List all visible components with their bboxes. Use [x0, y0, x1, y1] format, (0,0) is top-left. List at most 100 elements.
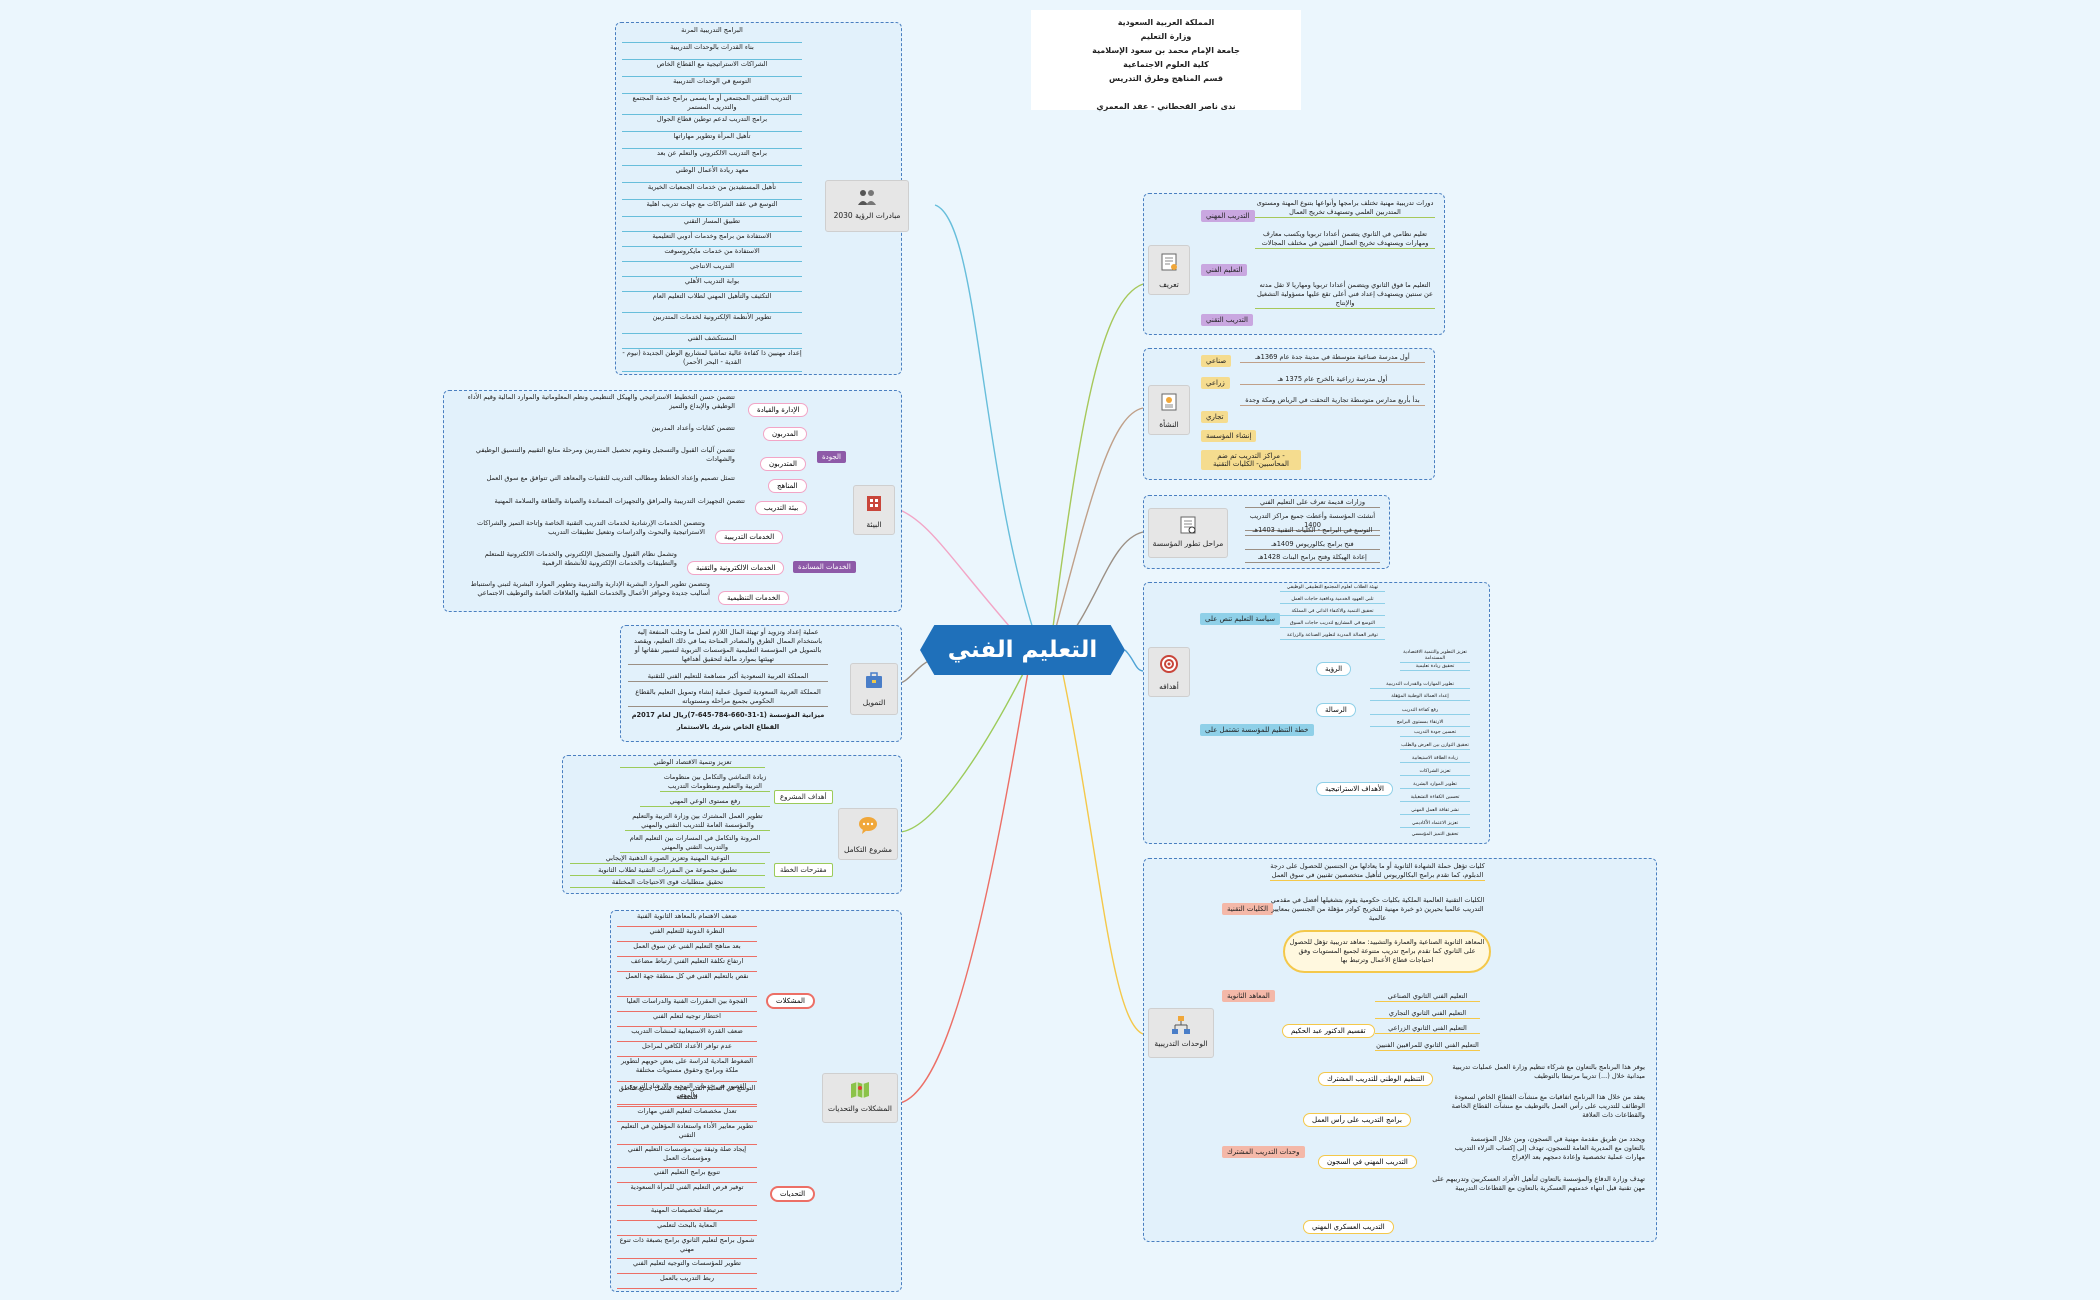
challenges-tag[interactable]: التحديات — [770, 1186, 816, 1202]
mission-item: إعداد العمالة الوطنية المؤهلة — [1370, 694, 1470, 701]
definition-tag[interactable]: التدريب المهني — [1201, 210, 1255, 222]
env-item-desc: وتشمل نظام القبول والتسجيل الإلكتروني وا… — [484, 550, 677, 567]
mission-tag[interactable]: الرسالة — [1316, 703, 1356, 717]
branch-units[interactable]: الوحدات التدريبية — [1148, 1008, 1214, 1058]
env-item-label[interactable]: المناهج — [768, 479, 807, 493]
strategic-tag[interactable]: الأهداف الاستراتيجية — [1316, 782, 1393, 796]
vision-tag[interactable]: الرؤية — [1316, 662, 1352, 676]
vision-item: بناء القدرات بالوحدات التدريبية — [622, 43, 802, 60]
vision-item: التدريب التقني المجتمعي أو ما يسمى برامج… — [622, 94, 802, 115]
env-item-label[interactable]: المدربون — [763, 427, 807, 441]
origin-tag[interactable]: تجاري — [1201, 411, 1229, 423]
env-item-desc: تتضمن كفايات وأعداد المدربين — [651, 424, 735, 432]
vision-item: إعداد مهنيين ذا كفاءة عالية تماشيا لمشار… — [622, 349, 802, 372]
vision-item: البرامج التدريبية المرنة — [622, 26, 802, 43]
vision-item: الاستفادة من خدمات مايكروسوفت — [622, 247, 802, 262]
env-item-label[interactable]: الإدارة والقيادة — [748, 403, 809, 417]
connector-environment — [894, 507, 1031, 651]
env-item-label[interactable]: المتدربون — [760, 457, 806, 471]
problem-item: ارتفاع تكلفة التعليم الفني ارتباط مضاعف — [617, 957, 757, 972]
vision-goal-item: تحقيق ريادة تعليمية — [1400, 664, 1470, 671]
problem-item: اختطار توجيه لتعلم الفني — [617, 1012, 757, 1027]
branch-goals[interactable]: أهدافه — [1148, 647, 1190, 697]
vision-item: التوسع في عقد الشراكات مع جهات تدريب اهل… — [622, 200, 802, 217]
branch-label: الوحدات التدريبية — [1154, 1039, 1208, 1048]
env-item-label[interactable]: بيئة التدريب — [755, 501, 808, 515]
policy-tag[interactable]: سياسة التعليم تنص على — [1200, 613, 1281, 625]
problem-item: القصور في خدمات التوجيه والإرشاد التربوي… — [617, 1082, 757, 1105]
policy-item: تلبي العهود الخدمية ودافعية حاجات العمل — [1280, 597, 1385, 604]
env-item-label[interactable]: الخدمات التدريبية — [715, 530, 784, 544]
header-line: كلية العلوم الاجتماعية — [1123, 60, 1209, 69]
central-topic[interactable]: التعليم الفني — [920, 625, 1125, 675]
support-services-tag[interactable]: الخدمات المساندة — [793, 561, 856, 573]
challenge-item: توفير فرص التعليم الفني للمرأة السعودية — [617, 1183, 757, 1206]
project-goal: تطوير العمل المشترك بين وزارة التربية وا… — [625, 812, 770, 831]
plan-tag[interactable]: خطة التنظيم للمؤسسة تشتمل على — [1200, 724, 1314, 736]
institutes-tag[interactable]: المعاهد الثانوية — [1222, 990, 1275, 1002]
header-line: المملكة العربية السعودية — [1117, 18, 1215, 27]
joint-item-label[interactable]: التدريب المهني في السجون — [1318, 1155, 1417, 1169]
challenge-item: شمول برامج لتعليم الثانوي برامج بصبغة ذا… — [617, 1236, 757, 1259]
strategic-item: تحقيق التوازن بين العرض والطلب — [1400, 743, 1470, 750]
vision-item: معهد ريادة الأعمال الوطني — [622, 166, 802, 183]
origin-tag[interactable]: - مراكز التدريب تم ضم المحاسبين- الكليات… — [1201, 450, 1301, 470]
env-item-desc: وتتضمن تطوير الموارد البشرية الإدارية وا… — [470, 580, 710, 597]
stage-item: إعادة الهيكلة وفتح برامج البنات 1428هـ — [1245, 553, 1380, 563]
origin-tag[interactable]: إنشاء المؤسسة — [1201, 430, 1257, 442]
branch-stages[interactable]: مراحل تطور المؤسسة — [1148, 508, 1228, 558]
colleges-tag[interactable]: الكليات التقنية — [1222, 903, 1274, 915]
definition-tag[interactable]: التعليم الفني — [1201, 264, 1248, 276]
branch-project[interactable]: مشروع التكامل — [838, 808, 898, 860]
problem-items: ضعف الاهتمام بالمعاهد الثانوية الفنية ال… — [617, 912, 757, 1105]
vision-item: المستكشف الفني — [622, 334, 802, 349]
branch-problems[interactable]: المشكلات والتحديات — [822, 1073, 898, 1123]
env-item-label[interactable]: الخدمات الالكترونية والتقنية — [687, 561, 785, 575]
branch-environment[interactable]: البيئة — [853, 485, 895, 535]
project-goal: تعزيز وتنمية الاقتصاد الوطني — [620, 758, 765, 768]
strategic-item: زيادة الطاقة الاستيعابية — [1400, 756, 1470, 763]
vision-item: التدريب الانتاجي — [622, 262, 802, 277]
project-proposals-tag[interactable]: مقترحات الخطة — [774, 863, 833, 877]
funding-item: المملكة العربية السعودية أكبر مساهمة للت… — [628, 672, 828, 682]
header-line: قسم المناهج وطرق التدريس — [1109, 74, 1223, 83]
vision-item: تطوير الأنظمة الإلكترونية لخدمات المتدرب… — [622, 313, 802, 334]
challenge-item: تنويع برامج التعليم الفني — [617, 1168, 757, 1183]
definition-tag[interactable]: التدريب التقني — [1201, 314, 1253, 326]
env-item-label[interactable]: الخدمات التنظيمية — [718, 591, 790, 605]
origin-desc: أول مدرسة زراعية بالخرج عام 1375 هـ — [1240, 375, 1425, 385]
joint-item-desc: ويحدد من طريق مقدمة مهنية في السجون، ومن… — [1454, 1135, 1645, 1161]
joint-item-desc: يعقد من خلال هذا البرنامج اتفاقيات مع من… — [1451, 1093, 1645, 1119]
policy-item: توفير العمالة المدربة لتطوير الصناعة وال… — [1280, 633, 1385, 640]
branch-label: تعريف — [1159, 280, 1179, 289]
env-item-desc: وتتضمن الخدمات الإرشادية لخدمات التدريب … — [476, 519, 705, 536]
joint-item-label[interactable]: التدريب العسكري المهني — [1303, 1220, 1394, 1234]
problems-tag[interactable]: المشكلات — [766, 993, 816, 1009]
branch-funding[interactable]: التمويل — [850, 663, 898, 715]
branch-vision[interactable]: مبادرات الرؤية 2030 — [825, 180, 909, 232]
joint-item-label[interactable]: التنظيم الوطني للتدريب المشترك — [1318, 1072, 1434, 1086]
king-division-tag[interactable]: تقسيم الدكتور عبد الحكيم — [1282, 1024, 1375, 1038]
joint-units-tag[interactable]: وحدات التدريب المشترك — [1222, 1146, 1305, 1158]
branch-definition[interactable]: تعريف — [1148, 245, 1190, 295]
strategic-item: تحسين الكفاءة التشغيلية — [1400, 795, 1470, 802]
header-line: ندى ناصر القحطاني - عفد المعمري — [1096, 102, 1236, 111]
project-proposal: تطبيق مجموعة من المقررات التقنية لطلاب ا… — [570, 866, 765, 876]
stage-item: التوسع في البرامج - الكليات التقنية 1403… — [1245, 526, 1380, 536]
project-proposal: تحقيق متطلبات قوى الاحتياجات المختلفة — [570, 878, 765, 888]
quality-tag[interactable]: الجودة — [817, 451, 846, 463]
problem-item: نقص بالتعليم الفني في كل منطقة جهة العمل — [617, 972, 757, 997]
origin-tag[interactable]: صناعي — [1201, 355, 1232, 367]
branch-label: المشكلات والتحديات — [828, 1104, 892, 1113]
project-goal: المرونة والتكامل في المسارات بين التعليم… — [620, 834, 770, 853]
colleges-desc: الكليات التقنية العالمية الملكية بكليات … — [1270, 896, 1485, 922]
stage-item: أنشئت المؤسسة وأعطت جميع مراكز التدريب 1… — [1245, 512, 1380, 531]
funding-item: ميزانية المؤسسة (1-31-660-784-645-7)ريال… — [631, 711, 825, 719]
challenge-item: إيجاد صلة وثيقة بين مؤسسات التعليم الفني… — [617, 1145, 757, 1168]
title-block: المملكة العربية السعودية وزارة التعليم ج… — [1031, 10, 1301, 111]
vision-item: الشراكات الاستراتيجية مع القطاع الخاص — [622, 60, 802, 77]
branch-origin[interactable]: النشأة — [1148, 385, 1190, 435]
origin-tag[interactable]: زراعي — [1201, 377, 1230, 389]
project-goals-tag[interactable]: أهداف المشروع — [774, 790, 833, 804]
joint-item-label[interactable]: برامج التدريب على رأس العمل — [1303, 1113, 1411, 1127]
